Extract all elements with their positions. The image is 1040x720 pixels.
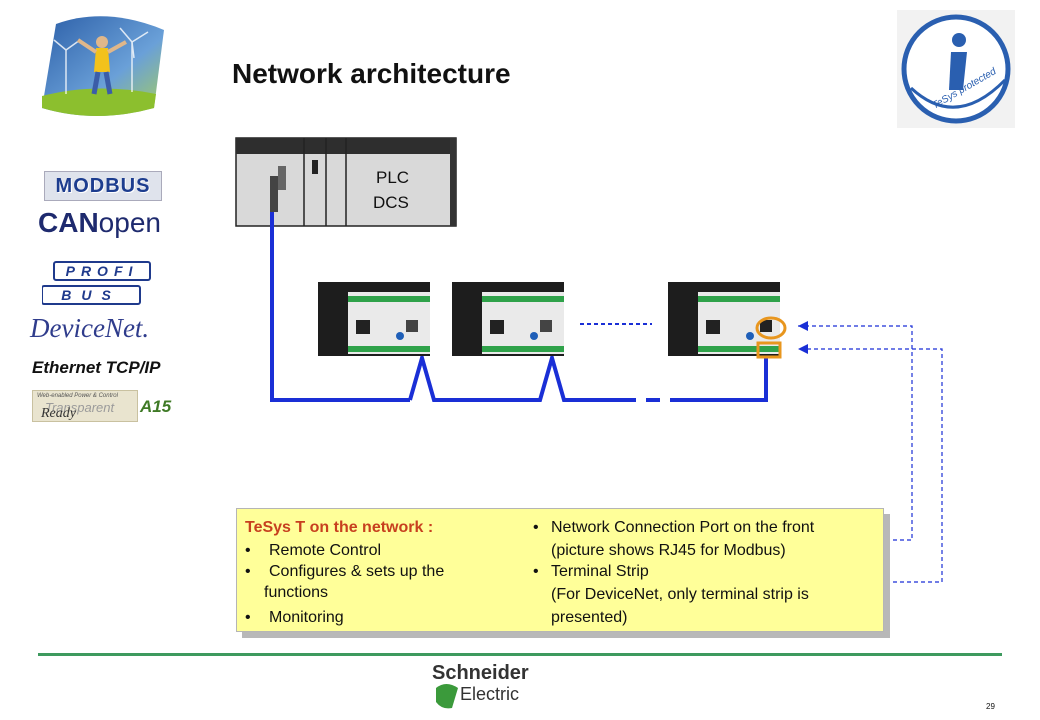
callout-item: Network Connection Port on the front (551, 519, 815, 536)
profibus-badge: PROFI BUS (41, 261, 151, 305)
callout-item: functions (264, 584, 329, 601)
plc-label: PLC (376, 168, 410, 187)
page-number: 29 (986, 702, 995, 711)
transparent-ready-logo: Web-enabled Power & Control Transparent … (32, 390, 138, 422)
profibus-bottom: BUS (61, 287, 121, 303)
callout-arrows (798, 325, 943, 583)
rj45-port-highlight (755, 316, 787, 340)
callout-item: presented) (551, 609, 628, 626)
info-callout: TeSys T on the network : • Remote Contro… (236, 508, 884, 632)
tesys-badge-icon: TeSys protected (901, 14, 1011, 124)
schneider-electric-logo (436, 684, 458, 709)
bullet-mark: • (245, 563, 251, 580)
network-bus (270, 212, 768, 402)
brand-name: Schneider (432, 662, 529, 684)
dcs-label: DCS (373, 193, 409, 212)
tesys-controller-1 (318, 282, 430, 356)
canopen-logo-light: open (98, 207, 161, 238)
network-diagram (235, 137, 943, 583)
arrowhead-strip (798, 344, 808, 354)
bullet-mark: • (245, 542, 251, 559)
tesys-controller-2 (452, 282, 564, 356)
bullet-mark: • (533, 563, 539, 580)
canopen-logo-bold: CAN (38, 207, 99, 238)
brand-subname: Electric (460, 684, 520, 704)
bullet-mark: • (533, 519, 539, 536)
transparent-ready-tagline: Web-enabled Power & Control (37, 393, 118, 399)
bullet-mark: • (245, 609, 251, 626)
plc-rack (235, 137, 457, 227)
callout-heading: TeSys T on the network : (245, 519, 434, 536)
terminal-strip-highlight (756, 341, 782, 359)
tesys-protected-logo: TeSys protected (897, 10, 1015, 128)
a15-label: A15 (140, 397, 172, 416)
footer-rule (38, 653, 1002, 656)
ethernet-label: Ethernet TCP/IP (32, 358, 161, 377)
callout-item: (For DeviceNet, only terminal strip is (551, 586, 809, 603)
wind-turbine-photo (42, 16, 164, 116)
callout-item: Configures & sets up the (269, 563, 445, 580)
callout-item: (picture shows RJ45 for Modbus) (551, 542, 786, 559)
canopen-logo: CANopen (38, 207, 161, 239)
page-title: Network architecture (232, 58, 511, 89)
callout-item: Terminal Strip (551, 563, 649, 580)
modbus-logo: MODBUS (44, 171, 162, 201)
transparent-ready-text: Ready (41, 406, 76, 421)
callout-item: Remote Control (269, 542, 382, 559)
profibus-logo: PROFI BUS (41, 260, 160, 308)
schneider-leaf-icon (436, 684, 458, 709)
arrowhead-port (798, 321, 808, 331)
callout-item: Monitoring (269, 609, 344, 626)
devicenet-logo: DeviceNet. (30, 313, 150, 343)
profibus-top: PROFI (66, 263, 139, 279)
transparent-ready-word: Transparent (45, 400, 115, 415)
